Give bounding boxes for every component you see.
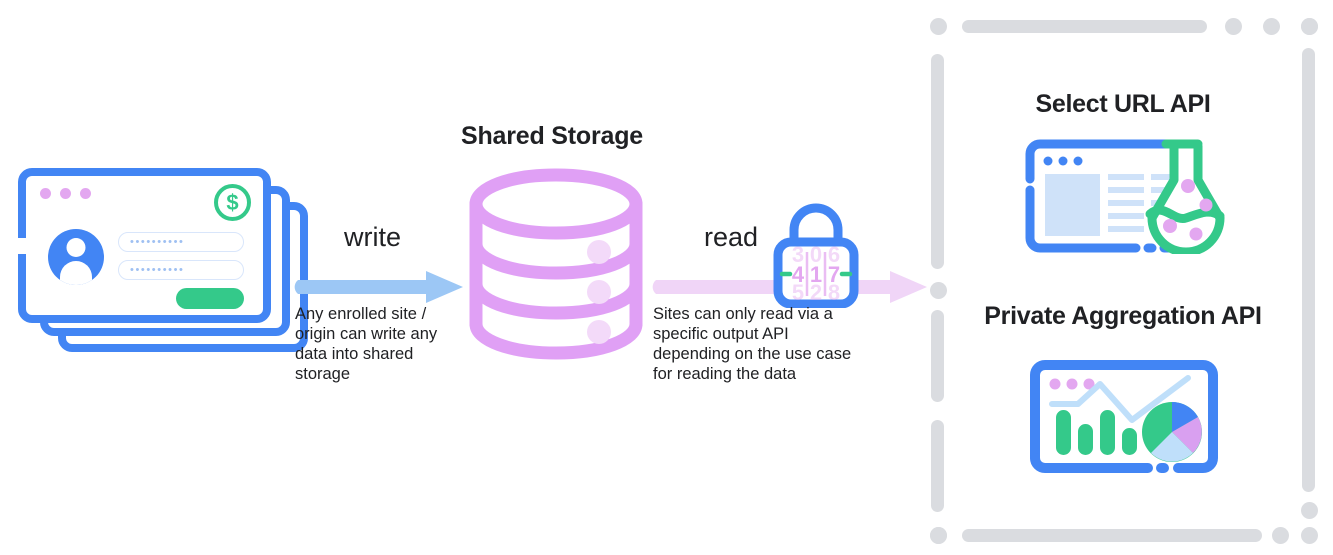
window-dots-icon <box>40 188 91 199</box>
avatar-icon <box>48 229 104 285</box>
card-left-notch <box>17 238 27 254</box>
panel-border-dot <box>1272 527 1289 544</box>
svg-text:2: 2 <box>810 280 822 305</box>
write-label: write <box>344 222 402 252</box>
panel-border-dot <box>1301 527 1318 544</box>
write-arrow-icon <box>288 270 464 309</box>
shared-storage-group: Shared Storage <box>452 122 662 360</box>
panel-border-segment <box>962 529 1262 542</box>
svg-text:4: 4 <box>792 262 805 287</box>
panel-border-segment <box>931 54 944 269</box>
svg-text:7: 7 <box>828 262 840 287</box>
svg-text:5: 5 <box>792 280 804 305</box>
write-caption: Any enrolled site / origin can write any… <box>295 305 438 383</box>
panel-border-dot <box>930 282 947 299</box>
panel-border-dot <box>1301 502 1318 519</box>
svg-text:1: 1 <box>810 262 822 287</box>
svg-text:6: 6 <box>828 242 840 267</box>
dollar-badge-icon: $ <box>214 184 251 221</box>
submit-button[interactable] <box>176 288 244 309</box>
password-field[interactable]: •••••••••• <box>118 260 244 280</box>
browser-with-charts-icon <box>1028 358 1220 485</box>
panel-border-segment <box>931 310 944 402</box>
select-url-api-title: Select URL API <box>1035 90 1211 118</box>
panel-border-dot <box>1263 18 1280 35</box>
write-flow: write Any enrolled site / origin can wri… <box>288 222 473 397</box>
read-caption: Sites can only read via a specific outpu… <box>653 305 852 383</box>
panel-border-dot <box>930 527 947 544</box>
output-apis-panel: Select URL API <box>920 6 1326 549</box>
database-cylinder-icon <box>469 168 643 365</box>
read-label: read <box>704 222 759 252</box>
panel-border-dot <box>1301 18 1318 35</box>
browser-with-flask-icon <box>1018 138 1231 259</box>
browser-card-front: $ •••••••••• •••••••••• <box>17 168 271 323</box>
panel-border-dot <box>1225 18 1242 35</box>
panel-border-segment <box>1302 48 1315 492</box>
svg-text:3: 3 <box>792 242 804 267</box>
panel-border-segment <box>962 20 1207 33</box>
private-aggregation-api-title: Private Aggregation API <box>984 302 1262 330</box>
panel-border-dot <box>930 18 947 35</box>
shared-storage-title: Shared Storage <box>461 122 643 150</box>
stacked-browser-cards-icon: $ •••••••••• •••••••••• <box>17 168 308 358</box>
svg-text:8: 8 <box>828 280 840 305</box>
svg-text:0: 0 <box>810 242 822 267</box>
username-field[interactable]: •••••••••• <box>118 232 244 252</box>
panel-border-segment <box>931 420 944 512</box>
